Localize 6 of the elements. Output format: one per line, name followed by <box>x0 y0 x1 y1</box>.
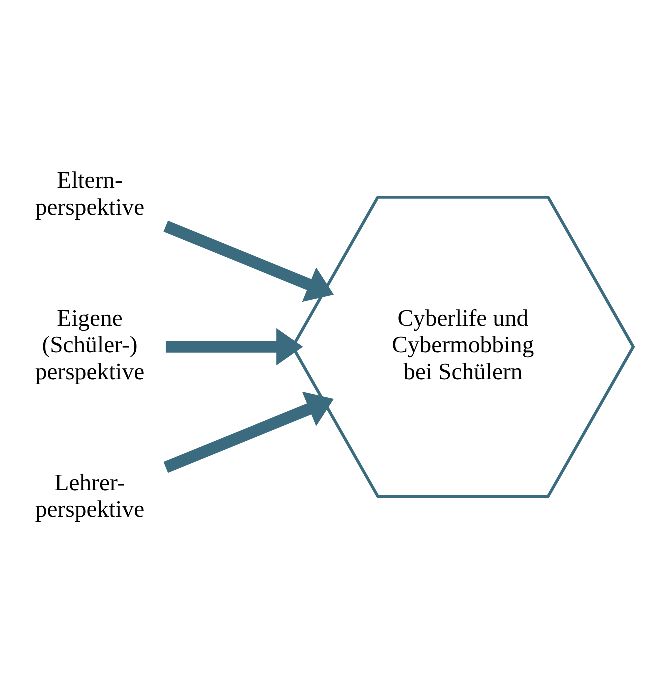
node-text: Eltern- perspektive <box>35 168 145 221</box>
node-text: Lehrer- perspektive <box>35 470 145 524</box>
arrow <box>166 328 304 366</box>
node-text: Eigene (Schüler-) perspektive <box>35 306 145 386</box>
arrow <box>164 220 334 302</box>
arrow <box>164 392 334 474</box>
